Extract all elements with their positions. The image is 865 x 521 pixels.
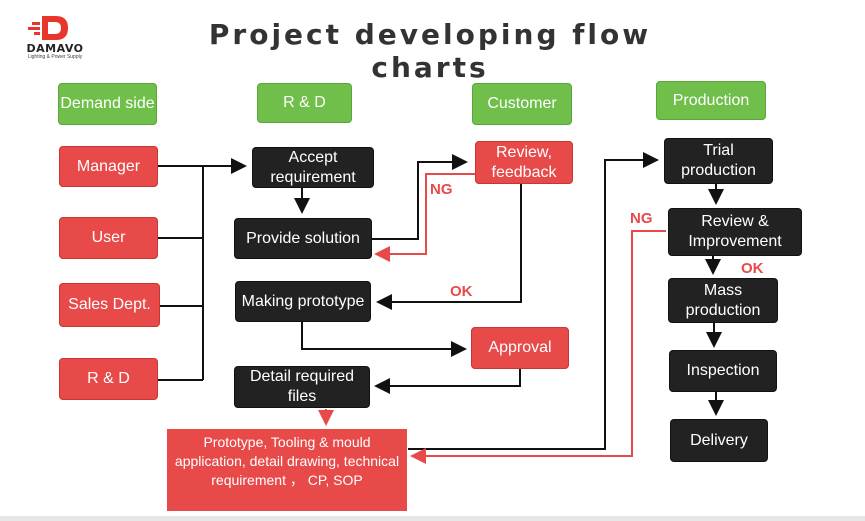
node-making-prototype: Making prototype — [235, 281, 371, 322]
node-sales-dept: Sales Dept. — [59, 283, 160, 327]
node-review-improvement: Review & Improvement — [668, 208, 802, 256]
node-manager: Manager — [59, 146, 158, 187]
node-detail-files: Detail required files — [234, 366, 370, 408]
node-provide-solution: Provide solution — [234, 218, 372, 259]
node-trial-production: Trial production — [664, 138, 773, 184]
node-deliverables: Prototype, Tooling & mould application, … — [167, 429, 407, 511]
header-production: Production — [656, 81, 766, 120]
node-accept-requirement: Accept requirement — [252, 147, 374, 188]
footer-divider — [0, 516, 865, 521]
label-ok-production: OK — [741, 260, 764, 277]
logo-subtitle: Lighting & Power Supply — [27, 54, 83, 60]
node-delivery: Delivery — [670, 419, 768, 462]
logo-mark-icon — [28, 16, 68, 40]
header-customer: Customer — [472, 83, 572, 125]
header-demand-side: Demand side — [58, 83, 157, 125]
node-mass-production: Mass production — [668, 278, 778, 323]
header-rd: R & D — [257, 83, 352, 123]
node-approval: Approval — [471, 327, 569, 369]
page-title: Project developing flow charts — [208, 18, 652, 84]
node-inspection: Inspection — [669, 350, 777, 392]
node-rd-demand: R & D — [59, 358, 158, 400]
node-review-feedback: Review, feedback — [475, 141, 573, 184]
logo-name: DAMAVO — [26, 42, 84, 55]
label-ng-review: NG — [430, 181, 453, 198]
node-user: User — [59, 217, 158, 259]
label-ok-review: OK — [450, 283, 473, 300]
damavo-logo: DAMAVO Lighting & Power Supply — [16, 14, 94, 64]
label-ng-production: NG — [630, 210, 653, 227]
